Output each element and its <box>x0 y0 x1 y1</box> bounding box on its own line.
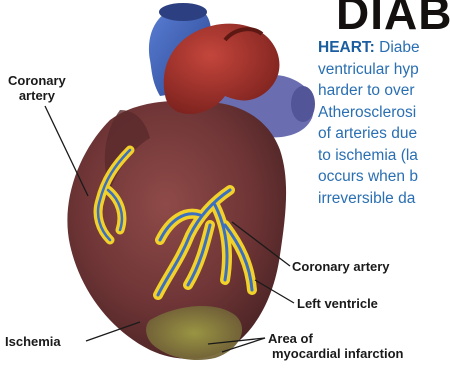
page-title: DIAB <box>336 0 450 40</box>
paragraph-line-2: ventricular hyp <box>318 59 450 81</box>
label-coronary-artery-right: Coronary artery <box>292 259 390 274</box>
label-line: myocardial infarction <box>272 346 403 361</box>
paragraph-lead: HEART: <box>318 39 375 56</box>
label-coronary-artery-left: Coronary artery <box>8 73 66 103</box>
paragraph-line-8: irreversible da <box>318 188 450 210</box>
paragraph-line-6: to ischemia (la <box>318 145 450 167</box>
paragraph-line-7: occurs when b <box>318 166 450 188</box>
heart-description-text: HEART: Diabe ventricular hyp harder to o… <box>318 37 450 209</box>
paragraph-text: Diabe <box>375 39 420 56</box>
paragraph-line-5: of arteries due <box>318 123 450 145</box>
label-line: Coronary <box>8 73 66 88</box>
label-ischemia: Ischemia <box>5 334 61 349</box>
paragraph-line-4: Atherosclerosi <box>318 102 450 124</box>
paragraph-line-3: harder to over <box>318 80 450 102</box>
paragraph-line-1: HEART: Diabe <box>318 37 450 59</box>
label-line: artery <box>8 88 66 103</box>
label-line: Area of <box>268 331 403 346</box>
label-left-ventricle: Left ventricle <box>297 296 378 311</box>
label-myocardial-infarction: Area of myocardial infarction <box>268 331 403 361</box>
